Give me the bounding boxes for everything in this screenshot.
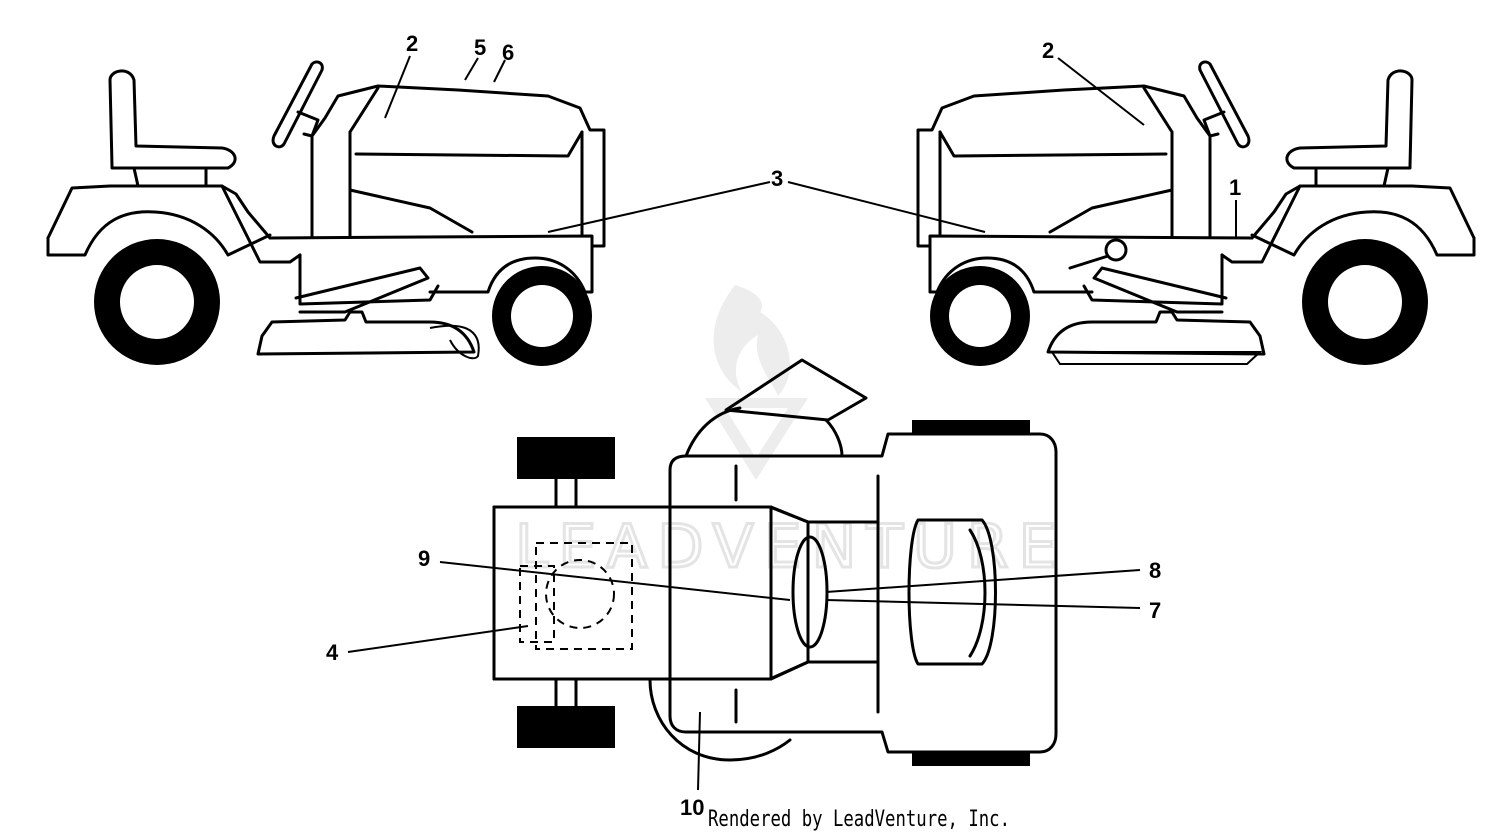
callout-4: 4 [326,640,339,665]
leader-4 [347,625,529,653]
leader-6 [493,59,506,83]
callout-7: 7 [1149,598,1161,623]
callout-1: 1 [1229,175,1241,200]
rendered-by-credit: Rendered by LeadVenture, Inc. [708,807,1010,832]
leader-lines [347,55,1237,791]
tractor-right-side-view [916,60,1476,366]
leader-8 [825,569,1141,593]
tractor-left-side-view [46,60,606,366]
callout-3: 3 [771,166,783,191]
leader-9 [439,561,791,601]
callout-5: 5 [474,35,486,60]
leader-3-left [547,181,771,233]
callout-6: 6 [502,40,514,65]
callout-labels: 2 5 6 2 3 1 9 8 7 4 10 [326,31,1241,820]
callout-10: 10 [680,795,704,820]
tractor-top-view [492,358,1058,766]
leader-3-right [787,181,986,233]
leader-7 [825,599,1141,609]
callout-2-left: 2 [406,31,418,56]
leader-2-right [1057,57,1145,126]
leader-10 [697,711,701,791]
leader-2-left [384,55,411,119]
leader-5 [464,57,479,81]
callout-2-right: 2 [1042,38,1054,63]
callout-8: 8 [1149,558,1161,583]
callout-9: 9 [418,546,430,571]
